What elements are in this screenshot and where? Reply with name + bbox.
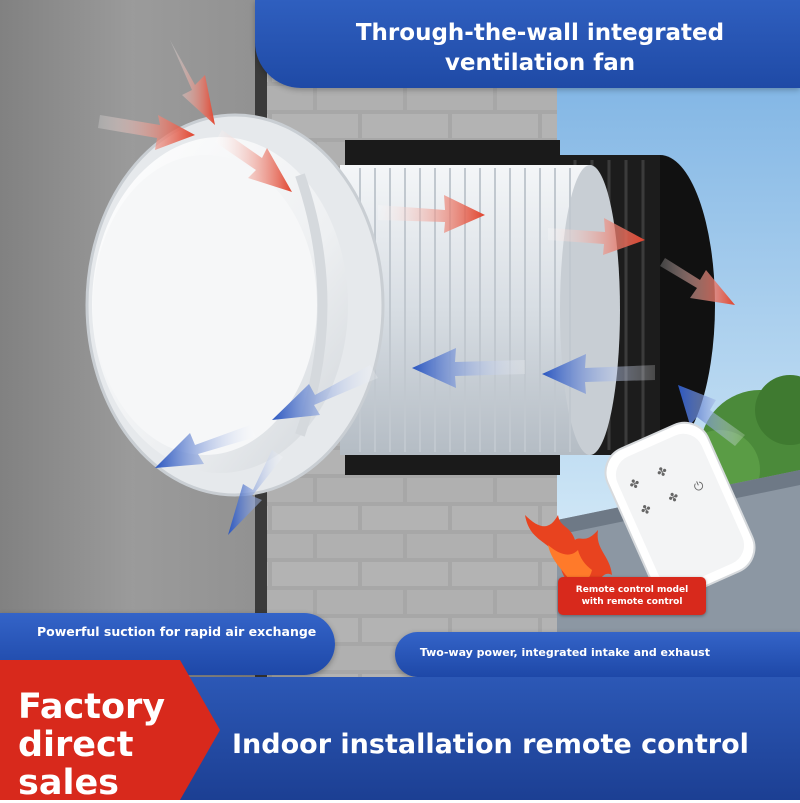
factory-line-2: direct bbox=[18, 725, 134, 765]
badge-line-2: with remote control bbox=[581, 597, 683, 607]
remote-badge bbox=[558, 577, 706, 615]
badge-line-1: Remote control model bbox=[575, 585, 689, 595]
factory-label-box bbox=[0, 660, 220, 800]
title-line-2: ventilation fan bbox=[444, 50, 636, 76]
exhaust-arrows bbox=[155, 348, 745, 535]
title-banner bbox=[255, 0, 800, 88]
factory-direct-sales: Factory direct sales bbox=[18, 688, 218, 802]
intake-arrows bbox=[98, 40, 735, 305]
two-way-feature-pill bbox=[395, 632, 800, 677]
power-icon: ⏻ bbox=[691, 477, 706, 495]
remote-badge-text: Remote control model with remote control bbox=[558, 584, 706, 608]
title-line-1: Through-the-wall integrated bbox=[355, 20, 725, 46]
page-title: Through-the-wall integrated ventilation … bbox=[270, 18, 800, 78]
two-way-feature-text: Two-way power, integrated intake and exh… bbox=[419, 646, 710, 659]
factory-line-1: Factory bbox=[18, 687, 166, 727]
bottom-tagline: Indoor installation remote control bbox=[232, 729, 749, 760]
fan-icon: ✤ bbox=[665, 489, 681, 506]
fan-icon: ✤ bbox=[654, 463, 670, 481]
factory-line-3: sales bbox=[18, 763, 120, 803]
remote-control-illustration bbox=[604, 421, 756, 599]
suction-feature-text: Powerful suction for rapid air exchange bbox=[37, 624, 317, 639]
